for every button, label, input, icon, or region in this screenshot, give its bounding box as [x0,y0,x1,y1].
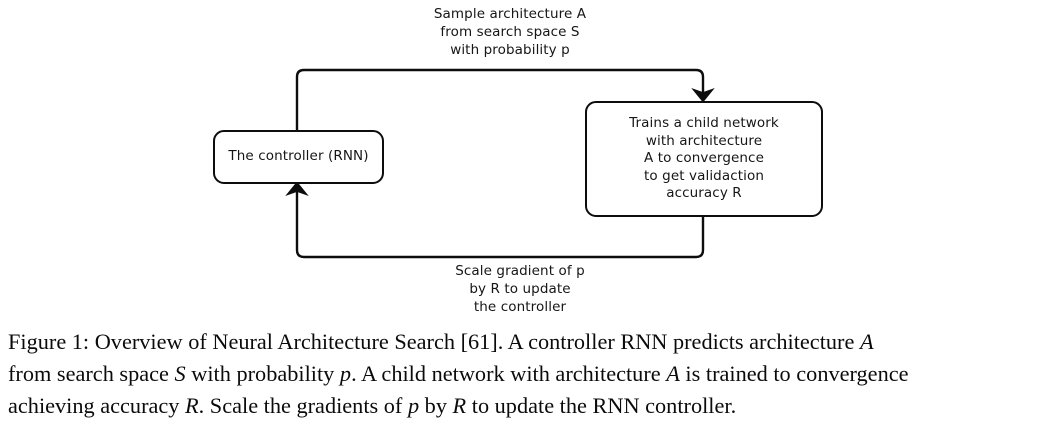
caption-math-symbol: p [407,393,420,419]
node-child-network-label: Trains a child network with architecture… [629,115,779,202]
node-controller-label: The controller (RNN) [228,148,369,165]
diagram-connectors [285,68,715,259]
caption-math-symbol: R [185,393,199,419]
caption-line-1: Figure 1: Overview of Neural Architectur… [8,326,1034,358]
caption-math-symbol: A [666,361,680,387]
edge-scale-path [285,181,705,259]
caption-text-run: with probability [185,361,340,387]
caption-math-symbol: R [452,393,467,419]
edge-label-scale-gradient: Scale gradient of p by R to update the c… [455,263,585,315]
edge-sample-path [295,68,715,130]
caption-text-run: achieving accuracy [8,393,186,419]
node-controller-rnn: The controller (RNN) [213,130,384,184]
caption-text-run: . Scale the gradients of [198,393,408,419]
edge-label-sample-architecture: Sample architecture A from search space … [433,6,587,58]
caption-math-symbol: p [339,361,352,387]
caption-math-symbol: A [859,329,874,354]
caption-text-run: is trained to convergence [679,361,909,387]
figure-caption: Figure 1: Overview of Neural Architectur… [8,326,1034,423]
caption-text-run: to update the RNN controller. [466,393,737,419]
caption-line-2: from search space S with probability p. … [8,358,1034,390]
caption-text-run: by [419,393,453,419]
caption-text-run: from search space [8,361,175,387]
caption-text-run: Figure 1: Overview of Neural Architectur… [8,329,860,354]
figure-diagram: The controller (RNN) Trains a child netw… [213,6,823,315]
caption-text-run: . A child network with architecture [351,361,667,387]
caption-line-3: achieving accuracy R. Scale the gradient… [8,390,1034,422]
caption-math-symbol: S [174,361,186,387]
node-child-network: Trains a child network with architecture… [585,101,823,217]
